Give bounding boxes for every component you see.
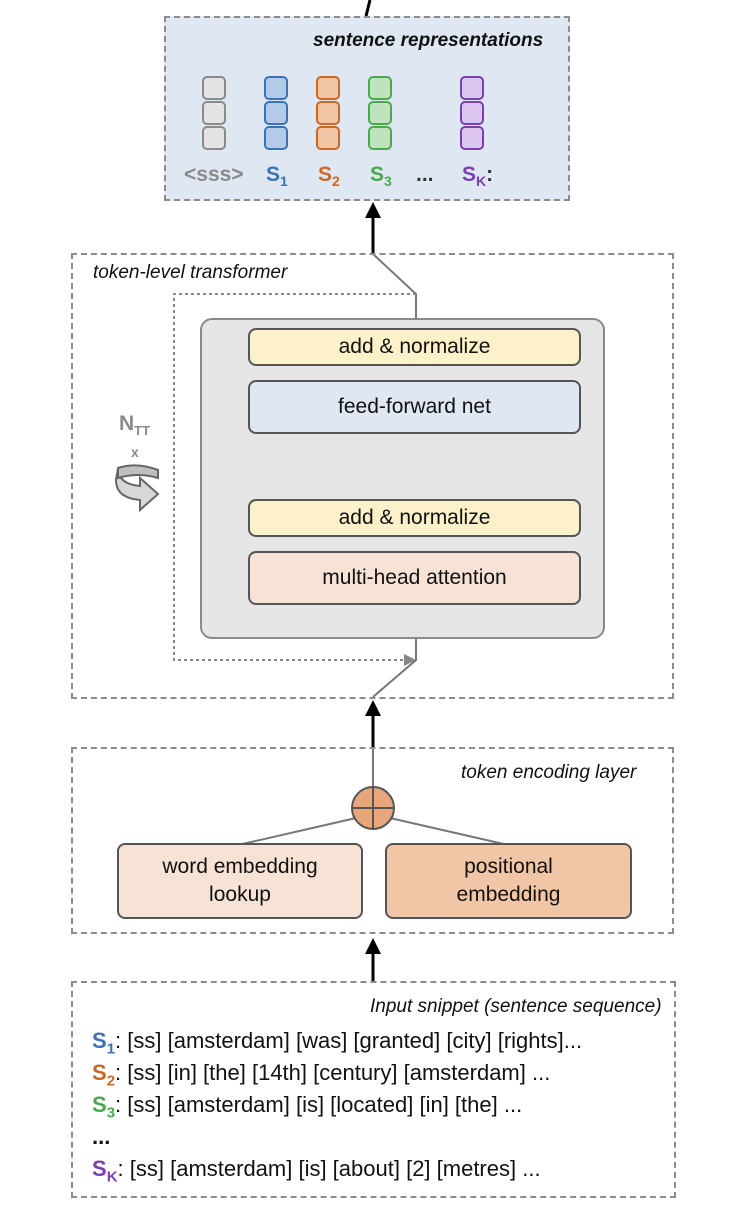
s3-vector — [368, 76, 392, 151]
add-normalize-bottom: add & normalize — [248, 499, 581, 537]
repeat-loop-icon — [114, 464, 160, 513]
token-level-transformer-panel — [71, 253, 674, 699]
s2-label: S2 — [318, 163, 340, 190]
positional-embedding: positional embedding — [385, 843, 632, 919]
sss-vector — [202, 76, 226, 151]
s2-vector — [316, 76, 340, 151]
input-line-s2: S2: [ss] [in] [the] [14th] [century] [am… — [92, 1060, 551, 1090]
multi-head-attention: multi-head attention — [248, 551, 581, 605]
input-line-sk: SK: [ss] [amsterdam] [is] [about] [2] [m… — [92, 1156, 541, 1186]
add-normalize-top: add & normalize — [248, 328, 581, 366]
input-snippet-panel — [71, 981, 676, 1198]
input-snippet-title: Input snippet (sentence sequence) — [370, 996, 662, 1017]
top-exit-line — [364, 0, 372, 17]
repeat-loop-wire — [173, 293, 416, 661]
ellipsis-label: ... — [416, 163, 434, 186]
sentence-representations-panel — [164, 16, 570, 201]
repeat-x-label: x — [131, 444, 139, 460]
repeat-loop-arrowhead — [404, 654, 416, 666]
arrowhead-to-sentence-rep — [365, 202, 381, 218]
s1-vector — [264, 76, 288, 151]
input-line-s3: S3: [ss] [amsterdam] [is] [located] [in]… — [92, 1092, 523, 1122]
sentence-representations-title: sentence representations — [313, 30, 544, 51]
sk-vector — [460, 76, 484, 151]
token-level-transformer-title: token-level transformer — [93, 262, 288, 283]
sss-label: <sss> — [184, 163, 244, 186]
input-line-s1: S1: [ss] [amsterdam] [was] [granted] [ci… — [92, 1028, 583, 1058]
input-line-ellipsis: ... — [92, 1124, 111, 1149]
word-embedding-lookup: word embedding lookup — [117, 843, 363, 919]
feed-forward-net: feed-forward net — [248, 380, 581, 434]
s1-label: S1 — [266, 163, 288, 190]
token-encoding-title: token encoding layer — [461, 762, 637, 783]
sk-label: SK: — [462, 163, 494, 190]
token-encoding-panel — [71, 747, 674, 934]
repeat-count-label: NTT — [119, 412, 151, 439]
s3-label: S3 — [370, 163, 392, 190]
